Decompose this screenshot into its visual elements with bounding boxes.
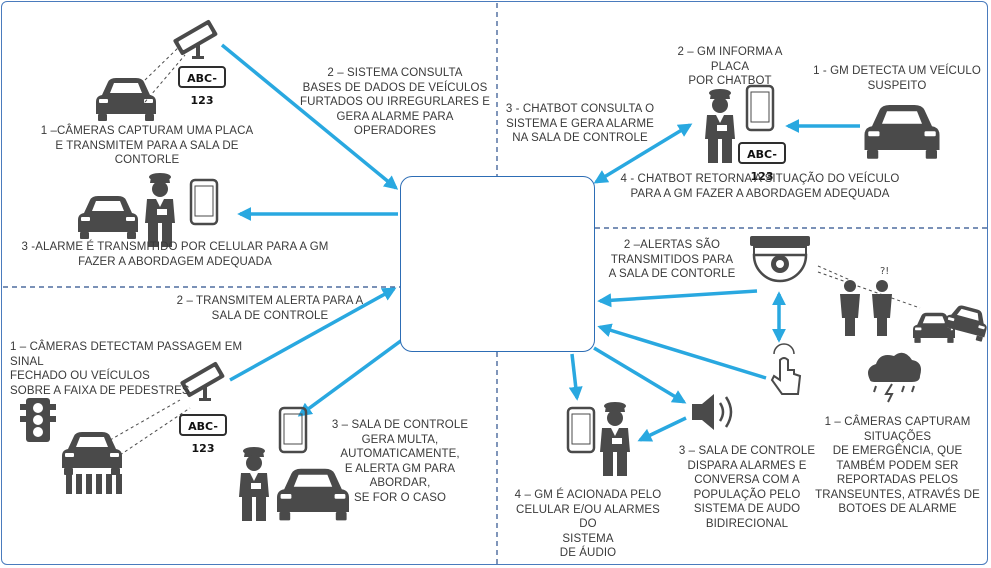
control-room-hub bbox=[400, 176, 595, 352]
tl-step1-label: 1 –CÂMERAS CAPTURAM UMA PLACA E TRANSMIT… bbox=[40, 125, 254, 166]
bl-step2-label: 2 – TRANSMITEM ALERTA PARA A SALA DE CON… bbox=[176, 295, 364, 322]
svg-text:?!: ?! bbox=[880, 266, 889, 277]
alarm-button-hand-icon bbox=[770, 343, 802, 395]
smartphone-icon bbox=[566, 406, 596, 454]
arrow-tl-to-hub bbox=[220, 43, 399, 190]
arrow-chatbot-bidirectional bbox=[593, 123, 693, 184]
camera-sightline bbox=[817, 265, 851, 281]
people-arguing-icon: ?! bbox=[840, 266, 892, 336]
speaker-icon bbox=[692, 394, 733, 430]
camera-sightline bbox=[817, 271, 921, 309]
arrow-hub-to-bl-phone bbox=[297, 338, 404, 417]
camera-sightline bbox=[119, 407, 191, 456]
arrow-button-to-hub bbox=[597, 323, 767, 380]
arrow-speaker-to-officer bbox=[637, 416, 687, 442]
tl-step2-label: 2 – SISTEMA CONSULTA BASES DE DADOS DE V… bbox=[299, 67, 491, 137]
smartphone-icon bbox=[189, 178, 219, 226]
smartphone-icon bbox=[278, 406, 308, 454]
br-step1-label: 1 – CÂMERAS CAPTURAM SITUAÇÕES DE EMERGÊ… bbox=[815, 416, 980, 515]
bl-step1-label: 1 – CÂMERAS DETECTAM PASSAGEM EM SINAL F… bbox=[10, 341, 243, 397]
arrow-bl-camera-to-hub bbox=[229, 287, 397, 382]
camera-sightline bbox=[144, 45, 181, 81]
storm-cloud-icon bbox=[868, 352, 921, 403]
police-officer-icon bbox=[600, 402, 630, 476]
police-officer-icon bbox=[145, 173, 175, 247]
br-step2-label: 2 –ALERTAS SÃO TRANSMITIDOS PARA A SALA … bbox=[608, 239, 736, 280]
arrow-hub-to-speaker bbox=[593, 346, 687, 404]
tl-step3-label: 3 -ALARME É TRANSMITIDO POR CELULAR PARA… bbox=[21, 241, 329, 268]
traffic-camera-icon bbox=[172, 19, 219, 59]
police-officer-icon bbox=[705, 89, 735, 163]
camera-sightline bbox=[109, 399, 181, 441]
tr-step1-label: 1 - GM DETECTA UM VEÍCULO SUSPEITO bbox=[813, 65, 981, 92]
tr-step3-label: 3 - CHATBOT CONSULTA O SISTEMA E GERA AL… bbox=[505, 103, 655, 144]
tr-step2-label: 2 – GM INFORMA A PLACA POR CHATBOT bbox=[677, 46, 783, 87]
arrow-dome-to-hub bbox=[597, 289, 758, 308]
police-officer-icon bbox=[239, 447, 269, 521]
traffic-light-icon bbox=[20, 398, 56, 442]
car-icon bbox=[96, 78, 156, 121]
tr-step4-label: 4 - CHATBOT RETORNA A SITUAÇÃO DO VEÍCUL… bbox=[620, 173, 900, 200]
quadrant-dividers bbox=[3, 3, 988, 565]
car-icon bbox=[864, 105, 940, 159]
car-crash-icon bbox=[913, 302, 991, 343]
dome-camera-icon bbox=[750, 236, 810, 283]
license-plate: ABC-123 bbox=[738, 142, 786, 183]
license-plate: ABC-123 bbox=[178, 66, 226, 107]
br-step4-label: 4 – GM É ACIONADA PELO CELULAR E/OU ALAR… bbox=[514, 489, 662, 559]
license-plate: ABC-123 bbox=[179, 414, 227, 455]
smartphone-icon bbox=[745, 84, 775, 132]
car-icon bbox=[78, 196, 138, 239]
bl-step3-label: 3 – SALA DE CONTROLE GERA MULTA, AUTOMAT… bbox=[331, 419, 469, 504]
camera-sightline bbox=[144, 54, 186, 103]
arrow-hub-to-br-phone bbox=[568, 353, 583, 401]
crosswalk-icon bbox=[66, 474, 122, 494]
flow-arrows bbox=[220, 43, 860, 442]
br-step3-label: 3 – SALA DE CONTROLE DISPARA ALARMES E C… bbox=[678, 445, 816, 530]
car-icon bbox=[62, 432, 122, 475]
